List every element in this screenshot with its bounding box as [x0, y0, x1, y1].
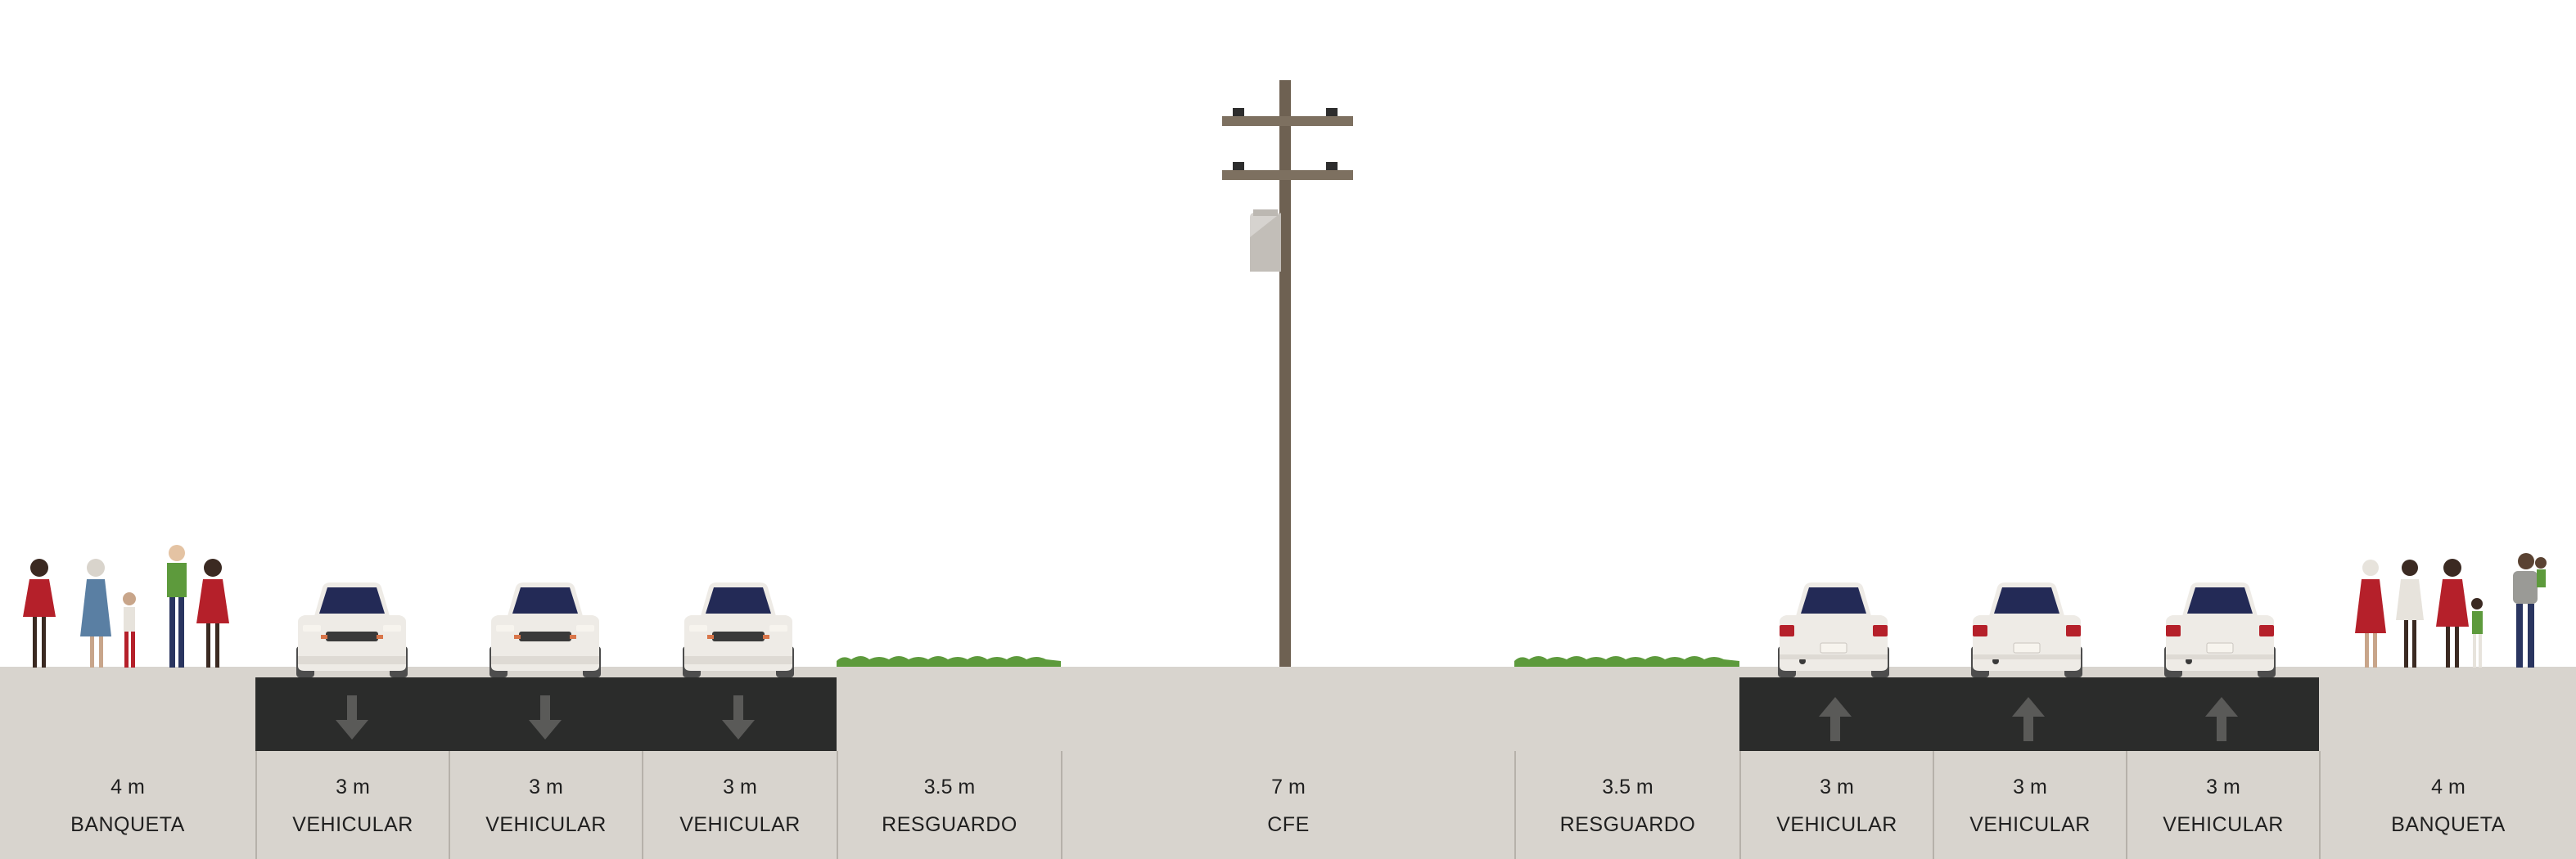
grass-strip-right — [1514, 656, 1739, 667]
car-front-icon — [489, 582, 601, 677]
segment-name: BANQUETA — [2391, 813, 2506, 836]
arrow-up-icon — [1819, 697, 1852, 741]
segment-width: 3 m — [529, 776, 563, 798]
pedestrian-icon — [2355, 560, 2386, 668]
segment-name: VEHICULAR — [485, 813, 607, 836]
segment-name: BANQUETA — [70, 813, 185, 836]
segment-label-banqueta-left: 4 m BANQUETA — [0, 751, 255, 859]
segment-name: RESGUARDO — [1559, 813, 1696, 836]
utility-pole — [1222, 80, 1353, 667]
pedestrian-icon — [2471, 598, 2483, 668]
segment-name: CFE — [1267, 813, 1310, 836]
segment-name: VEHICULAR — [292, 813, 413, 836]
car-front-icon — [683, 582, 794, 677]
segment-width: 3 m — [723, 776, 757, 798]
segment-name: VEHICULAR — [679, 813, 801, 836]
segment-label-banqueta-right: 4 m BANQUETA — [2319, 751, 2576, 859]
segment-labels: 4 m BANQUETA 3 m VEHICULAR 3 m VEHICULAR… — [0, 751, 2576, 859]
segment-label-cfe: 7 m CFE — [1061, 751, 1514, 859]
segment-width: 3 m — [336, 776, 370, 798]
car-front-icon — [296, 582, 408, 677]
pedestrians-right — [2355, 553, 2547, 668]
segment-width: 4 m — [2431, 776, 2465, 798]
segment-label-vehicular-4: 3 m VEHICULAR — [1739, 751, 1933, 859]
pedestrian-icon — [2436, 559, 2469, 668]
pedestrian-icon — [2513, 553, 2547, 668]
segment-label-vehicular-6: 3 m VEHICULAR — [2126, 751, 2319, 859]
segment-width: 3.5 m — [1602, 776, 1653, 798]
car-rear-icon — [1970, 582, 2083, 677]
segment-label-resguardo-left: 3.5 m RESGUARDO — [837, 751, 1061, 859]
segment-width: 3 m — [2206, 776, 2240, 798]
car-rear-icon — [1777, 582, 1890, 677]
segment-label-vehicular-2: 3 m VEHICULAR — [449, 751, 642, 859]
pedestrian-icon — [23, 559, 56, 668]
arrow-down-icon — [336, 695, 368, 740]
segment-name: VEHICULAR — [2163, 813, 2284, 836]
segment-width: 3 m — [1820, 776, 1854, 798]
segment-width: 4 m — [111, 776, 145, 798]
segment-label-resguardo-right: 3.5 m RESGUARDO — [1514, 751, 1739, 859]
segment-name: RESGUARDO — [882, 813, 1017, 836]
segment-width: 7 m — [1271, 776, 1306, 798]
pedestrian-icon — [196, 559, 229, 668]
segment-width: 3 m — [2013, 776, 2047, 798]
segment-name: VEHICULAR — [1969, 813, 2091, 836]
arrow-down-icon — [529, 695, 562, 740]
arrow-down-icon — [722, 695, 755, 740]
pedestrian-icon — [123, 592, 136, 668]
segment-width: 3.5 m — [923, 776, 976, 798]
segment-name: VEHICULAR — [1776, 813, 1897, 836]
segment-label-vehicular-1: 3 m VEHICULAR — [255, 751, 449, 859]
arrow-up-icon — [2012, 697, 2045, 741]
pedestrian-icon — [2396, 560, 2424, 668]
pedestrian-icon — [167, 545, 187, 668]
arrow-up-icon — [2205, 697, 2238, 741]
car-rear-icon — [2163, 582, 2276, 677]
segment-label-vehicular-3: 3 m VEHICULAR — [642, 751, 837, 859]
grass-strip-left — [837, 656, 1061, 667]
pedestrians-left — [23, 545, 229, 668]
pedestrian-icon — [80, 559, 111, 668]
segment-label-vehicular-5: 3 m VEHICULAR — [1933, 751, 2126, 859]
